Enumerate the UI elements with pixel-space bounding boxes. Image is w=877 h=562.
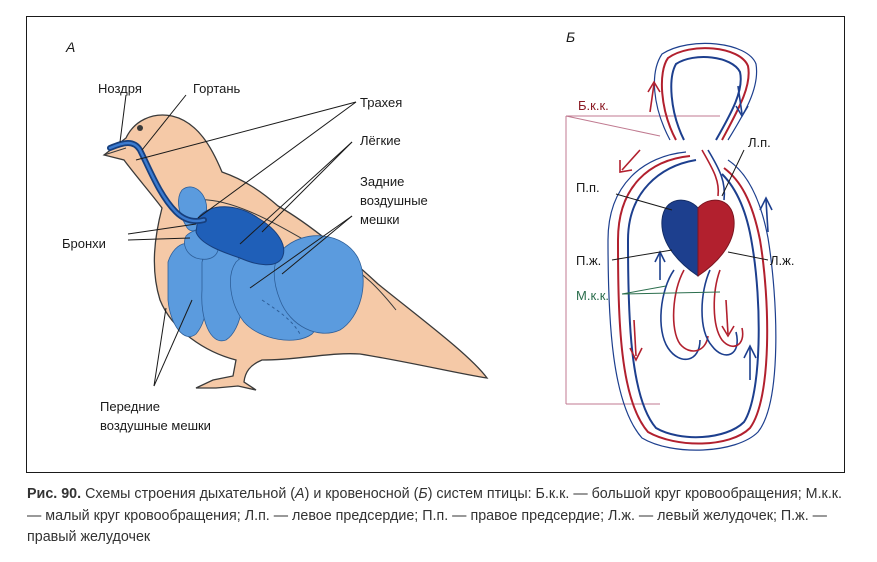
label-front-sacs-2: воздушные мешки <box>100 418 211 433</box>
caption-letter-a: А <box>295 486 305 502</box>
upper-vessel-loop <box>653 42 758 141</box>
caption-fig-number: Рис. 90. <box>27 486 82 502</box>
label-trachea: Трахея <box>360 95 402 110</box>
bird-circulation-diagram: Б <box>565 29 794 451</box>
heart <box>661 199 735 277</box>
leader-lines-a <box>119 94 357 387</box>
caption-part2: ) и кровеносной ( <box>304 486 419 502</box>
right-heart <box>661 199 699 277</box>
bird-eye <box>137 125 143 131</box>
figure-diagram: А Ноздря Гортань Трахея Лёгкие Задние во… <box>62 29 794 451</box>
lungs <box>195 206 285 266</box>
label-lzh: Л.ж. <box>770 253 794 268</box>
figure-caption: Рис. 90. Схемы строения дыхательной (А) … <box>27 484 847 549</box>
label-lp: Л.п. <box>748 135 771 150</box>
left-heart <box>697 199 735 277</box>
leader-lines-b <box>611 149 769 261</box>
label-rear-sacs-2: воздушные <box>360 193 428 208</box>
label-bkk: Б.к.к. <box>578 98 609 113</box>
label-pzh: П.ж. <box>576 253 601 268</box>
caption-part1: Схемы строения дыхательной ( <box>81 486 296 502</box>
mkk-leader-lines <box>621 285 721 295</box>
panel-a-letter: А <box>65 39 75 55</box>
bird-respiratory-diagram: А Ноздря Гортань Трахея Лёгкие Задние во… <box>62 39 489 433</box>
label-larynx: Гортань <box>193 81 241 96</box>
bkk-bracket <box>565 115 720 405</box>
caption-part3: ) систем птицы: Б.к.к. — большой круг кр… <box>27 486 843 545</box>
label-mkk: М.к.к. <box>576 288 609 303</box>
main-vessel-loop <box>607 151 777 451</box>
label-lungs: Лёгкие <box>360 133 401 148</box>
bird-beak <box>103 147 127 156</box>
rear-air-sacs <box>230 235 364 341</box>
trachea-inner <box>108 141 206 223</box>
panel-b-letter: Б <box>566 29 575 45</box>
caption-letter-b: Б <box>418 486 428 502</box>
label-pp: П.п. <box>576 180 600 195</box>
label-nostril: Ноздря <box>98 81 142 96</box>
label-rear-sacs-3: мешки <box>360 212 400 227</box>
label-bronchi: Бронхи <box>62 236 106 251</box>
label-rear-sacs-1: Задние <box>360 174 404 189</box>
pulmonary-loops <box>660 149 744 361</box>
flow-arrows <box>619 80 773 380</box>
label-front-sacs-1: Передние <box>100 399 160 414</box>
